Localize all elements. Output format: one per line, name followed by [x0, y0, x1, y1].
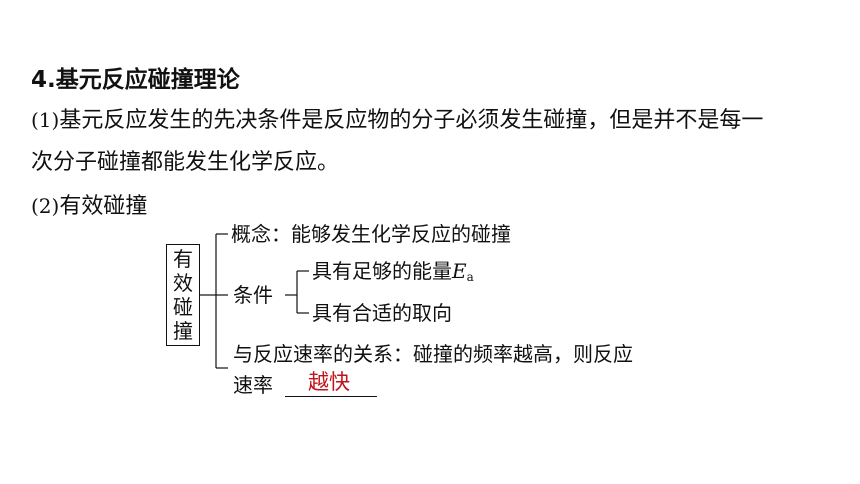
relation-line-2: 速率	[233, 373, 273, 397]
paragraph-1-text: 基元反应发生的先决条件是反应物的分子必须发生碰撞，但是并不是每一	[59, 108, 764, 133]
condition-label: 条件	[233, 283, 273, 307]
answer-text: 越快	[308, 370, 350, 394]
effective-collision-box: 有 效 碰 撞	[166, 244, 200, 346]
box-char-1: 有	[173, 247, 193, 271]
paragraph-1-line-2: 次分子碰撞都能发生化学反应。	[31, 150, 340, 175]
box-char-2: 效	[173, 271, 193, 295]
paragraph-2-label: 有效碰撞	[59, 194, 148, 219]
energy-subscript: a	[466, 270, 474, 284]
paragraph-2-number: (2)	[31, 194, 60, 218]
box-char-3: 碰	[173, 295, 193, 319]
paragraph-1-number: (1)	[31, 108, 60, 132]
box-char-4: 撞	[173, 319, 193, 343]
paragraph-1-line-1: (1)基元反应发生的先决条件是反应物的分子必须发生碰撞，但是并不是每一	[31, 100, 763, 141]
answer-blank-line	[285, 396, 377, 397]
concept-text: 概念：能够发生化学反应的碰撞	[231, 222, 511, 246]
condition-2: 具有合适的取向	[312, 301, 452, 325]
condition-1: 具有足够的能量Ea	[312, 257, 474, 291]
energy-symbol: E	[452, 259, 467, 283]
condition-1-text: 具有足够的能量	[312, 259, 452, 283]
section-heading: 4.基元反应碰撞理论	[31, 67, 240, 93]
paragraph-2: (2)有效碰撞	[31, 186, 147, 227]
relation-line-1: 与反应速率的关系：碰撞的频率越高，则反应	[233, 342, 633, 366]
